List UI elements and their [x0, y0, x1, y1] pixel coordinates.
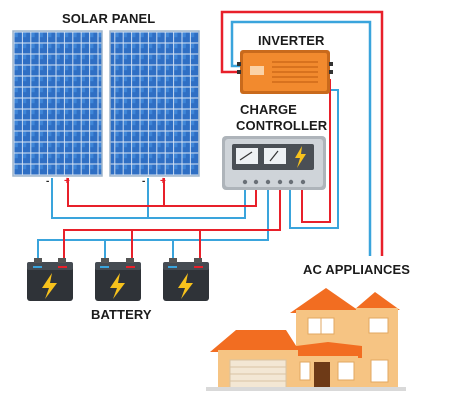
solar-panel-icon: - + - + [12, 30, 200, 187]
ac-appliances-label: AC APPLIANCES [303, 262, 410, 277]
inverter-icon [237, 50, 333, 94]
charge-controller-label-line2: CONTROLLER [236, 118, 328, 133]
panel-left-negative-mark: - [46, 176, 49, 187]
charge-controller-icon [222, 136, 326, 190]
lightning-bolt-icon [42, 273, 57, 299]
charge-controller-label-line1: CHARGE [240, 102, 297, 117]
solar-panel-left [12, 30, 103, 177]
lightning-bolt-icon [295, 146, 306, 168]
battery-icon [163, 258, 209, 301]
gauge-icon [236, 148, 258, 164]
ac-output-wire-positive [220, 10, 384, 256]
panel-right-positive-mark: + [160, 176, 166, 187]
battery-wire-positive [63, 190, 281, 262]
inverter-feed-negative [289, 89, 339, 229]
solar-panel-label: SOLAR PANEL [62, 11, 156, 26]
battery-wire-negative [37, 190, 269, 262]
house-icon [206, 288, 406, 391]
gauge-icon [264, 148, 286, 164]
battery-icon [95, 258, 141, 301]
solar-panel-right [109, 30, 200, 177]
panel-right-negative-mark: - [142, 176, 145, 187]
battery-icon [27, 258, 73, 301]
lightning-bolt-icon [110, 273, 125, 299]
battery-bank [27, 258, 209, 301]
lightning-bolt-icon [178, 273, 193, 299]
battery-label: BATTERY [91, 307, 152, 322]
panel-left-positive-mark: + [64, 176, 70, 187]
panel-wire-positive [67, 178, 257, 207]
inverter-label: INVERTER [258, 33, 325, 48]
